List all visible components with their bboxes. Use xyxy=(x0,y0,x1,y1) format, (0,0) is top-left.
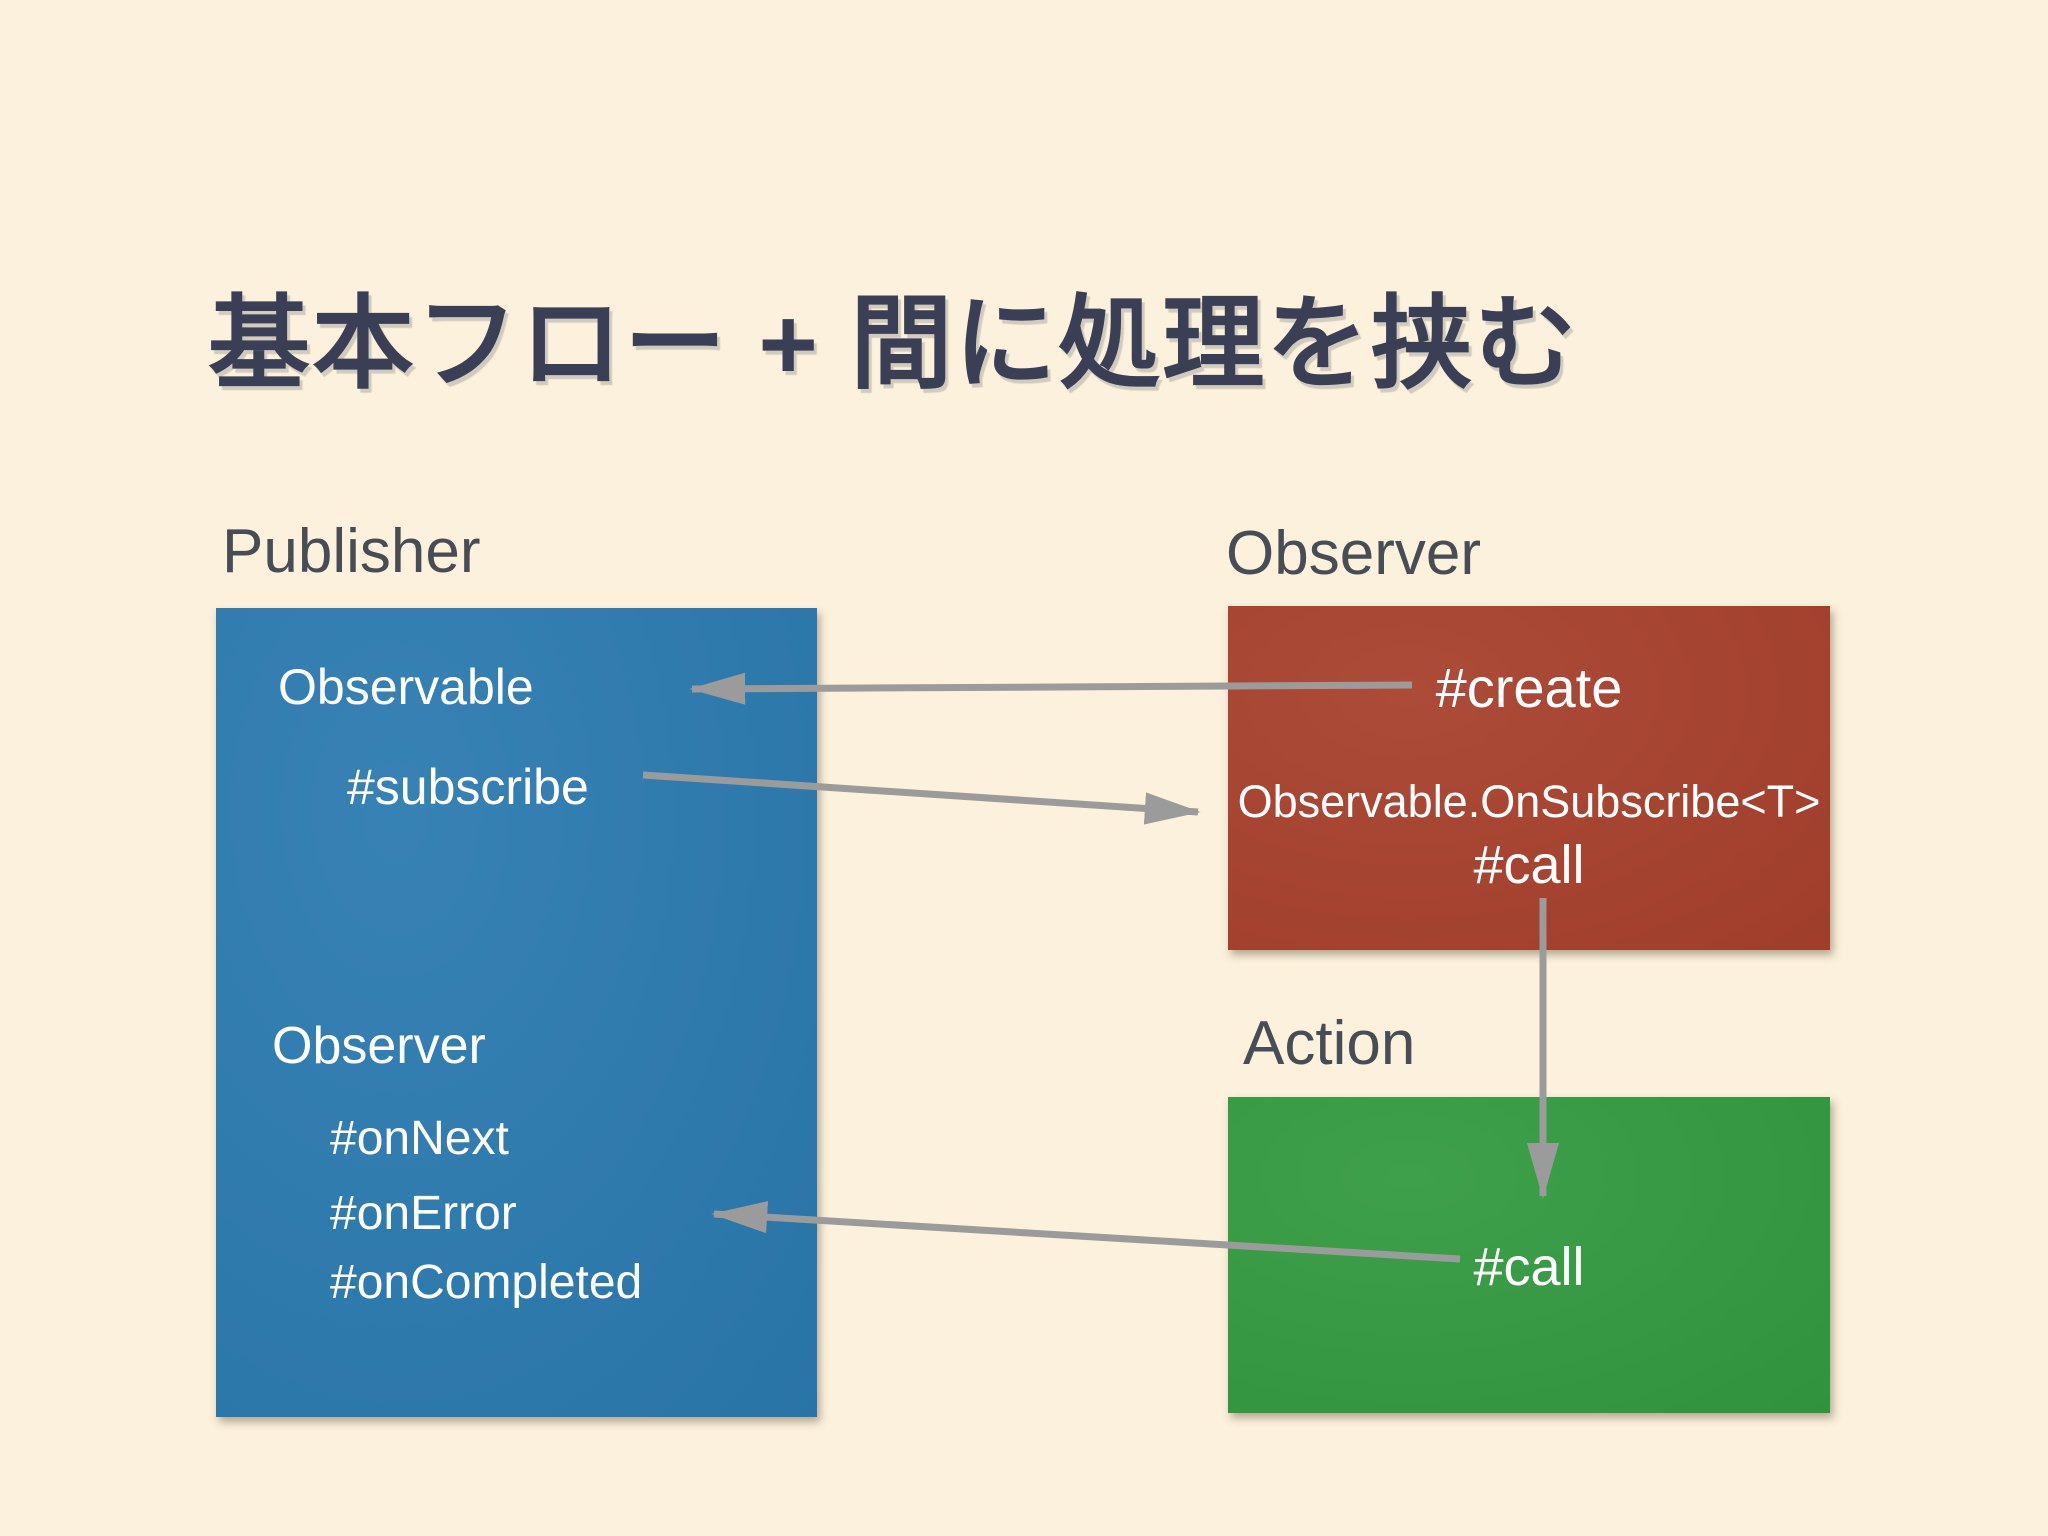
slide-title: 基本フロー + 間に処理を挟む xyxy=(208,287,1579,401)
observer-label: Observer xyxy=(1226,519,1481,588)
publisher-label: Publisher xyxy=(222,517,481,586)
on-subscribe-text: Observable.OnSubscribe<T> xyxy=(1237,776,1821,827)
subscribe-text: #subscribe xyxy=(347,759,589,815)
observable-text: Observable xyxy=(278,659,534,715)
action-call-text: #call xyxy=(1473,1237,1585,1297)
action-label: Action xyxy=(1243,1009,1416,1078)
publisher-observer-text: Observer xyxy=(272,1017,486,1075)
on-completed-text: #onCompleted xyxy=(330,1256,643,1309)
on-next-text: #onNext xyxy=(330,1112,509,1165)
observer-box xyxy=(1228,606,1830,950)
observer-call-text: #call xyxy=(1473,835,1585,895)
create-text: #create xyxy=(1435,656,1623,719)
publisher-box xyxy=(216,608,817,1417)
on-error-text: #onError xyxy=(330,1187,517,1240)
